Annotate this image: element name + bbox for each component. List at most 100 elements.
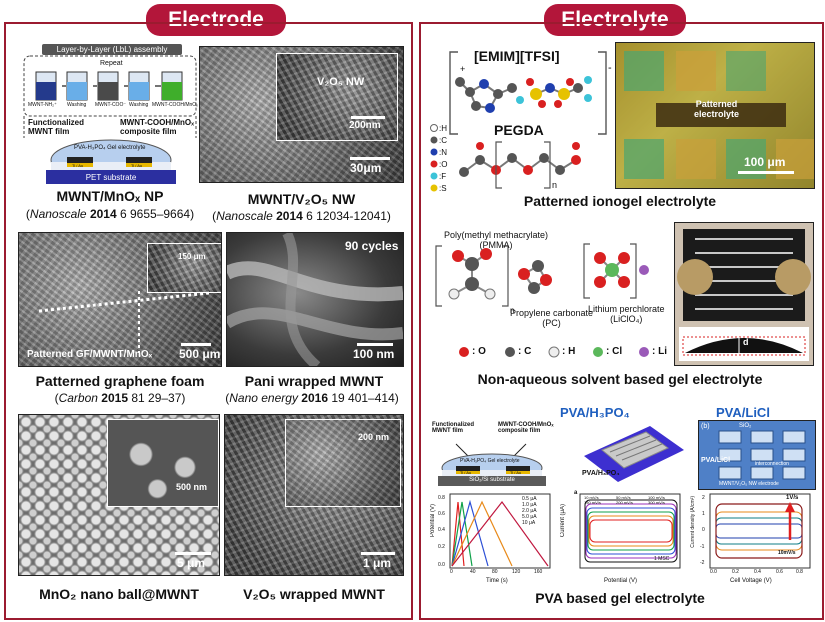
cv1-panel: a	[574, 490, 578, 496]
cv1-loop-300	[584, 499, 678, 563]
cv2-xtick-4: 0.8	[796, 569, 803, 575]
ref-pani-mwnt: (Nano energy 2016 19 401–414)	[225, 391, 399, 405]
caption-v2o5-wrapped: V₂O₅ wrapped MWNT	[243, 586, 385, 602]
ionogel-minus: -	[608, 62, 612, 74]
v2o5-nw-label: V₂O₅ NW	[317, 76, 365, 88]
thickness-d: d	[743, 337, 749, 347]
cv1-loop-200	[585, 503, 677, 559]
v2o5-wrapped-scalebar	[361, 552, 395, 555]
lbl-substrate: PET substrate	[85, 173, 137, 182]
caption-ionogel: Patterned ionogel electrolyte	[523, 193, 717, 209]
pva-licl-label: PVA/LiCl	[701, 457, 731, 464]
gcd-legend-4: 5.0 μA	[522, 514, 537, 520]
caption-mwnt-mnox: MWNT/MnOₓ NP	[56, 188, 164, 204]
lbl-gel: PVA-H₃PO₄ Gel electrolyte	[74, 145, 146, 151]
cv2-plot	[709, 493, 811, 569]
gcd-plot	[449, 493, 551, 569]
pmma-n: n	[510, 306, 515, 315]
ionogel-structure	[430, 51, 607, 192]
pani-scalebar	[357, 343, 393, 346]
lbl-title: Layer-by-Layer (LbL) assembly	[56, 45, 168, 54]
cv1-legend-5: 200 mV/s	[616, 500, 633, 505]
nonaq-structure	[435, 243, 649, 358]
patterned-electrolyte-label: Patterned electrolyte	[694, 99, 740, 119]
electrolyte-header: Electrolyte	[544, 4, 686, 36]
legend-h2: : H	[562, 346, 576, 357]
cv1-loop-50	[588, 515, 674, 547]
sem-v2o5-nw: V₂O₅ NW 200nm 30μm	[199, 46, 404, 183]
cv1-xlabel: Potential (V)	[604, 578, 638, 584]
cv2-xtick-1: 0.2	[732, 569, 739, 575]
ionogel-scalebar	[738, 171, 794, 174]
v2o5-wrapped-scale-text: 1 μm	[363, 556, 392, 570]
lbl-func-label: Functionalized MWNT film	[28, 118, 84, 136]
lbl-schematic: Layer-by-Layer (LbL) assembly Repeat MWN…	[22, 42, 200, 187]
ionogel-molecules: [EMIM][TFSI] + - PEGDA n :H :C :N :O :F …	[424, 42, 612, 193]
gcd-line-1ua	[451, 500, 513, 567]
cv-chart-2: Current density (A/cm²) Cell Voltage (V)…	[690, 490, 814, 586]
ionogel-plus: +	[460, 64, 466, 74]
lbl-step-1: MWNT-NH₂⁺	[28, 102, 57, 108]
pva-device-label: PVA/H₃PO₄	[582, 470, 620, 477]
ionogel-scale-text: 100 μm	[744, 155, 786, 169]
pegda-n: n	[552, 180, 558, 190]
pva-func-label: Functionalized MWNT film	[432, 422, 474, 434]
sem-v2o5-inset: V₂O₅ NW 200nm	[276, 53, 398, 141]
cv1-legend-4: 150 mV/s	[584, 500, 601, 505]
pva-licl-header: PVA/LiCl	[716, 405, 770, 420]
cv2-high-label: 1V/s	[786, 495, 799, 501]
cv2-low-label: 10mV/s	[778, 550, 796, 556]
legend-c2: : C	[518, 346, 532, 357]
nonaq-device-photo: d	[674, 222, 814, 366]
gcd-xtick-1: 40	[470, 569, 476, 575]
legend-c: :C	[439, 136, 447, 145]
interconnection-label: interconnection	[755, 461, 789, 467]
sem-mno2-ball: 500 nm 5 μm	[18, 414, 220, 576]
graphene-scale-text: 500 μm	[179, 347, 221, 361]
legend-s: :S	[439, 184, 447, 193]
cv2-ytick-4: 2	[702, 495, 705, 501]
gcd-ytick-1: 0.2	[438, 544, 445, 550]
nonaq-device-drawing	[677, 229, 811, 361]
legend-o2: : O	[472, 346, 486, 357]
caption-graphene-foam: Patterned graphene foam	[35, 373, 205, 389]
pva-device-drawing	[584, 426, 684, 482]
cv2-loop-1vs	[715, 503, 803, 559]
pva-schematic-drawing	[438, 443, 546, 486]
cv2-ytick-0: -2	[700, 560, 705, 566]
lbl-contact-left: Ti / Au	[72, 163, 84, 168]
gcd-ytick-4: 0.8	[438, 495, 445, 501]
caption-mno2-ball: MnO₂ nano ball@MWNT	[39, 586, 199, 602]
lbl-composite-label: MWNT-COOH/MnOₓ composite film	[120, 118, 195, 136]
graphene-inset: 150 μm	[147, 243, 221, 293]
cv1-legend-1: 10 mV/s	[584, 495, 599, 500]
inset-scale-text: 200nm	[349, 120, 381, 131]
pva-gel-label: PVA-H₃PO₄ Gel electrolyte	[460, 458, 520, 464]
sem-graphene-foam: 150 μm Patterned GF/MWNT/MnOₓ 500 μm	[18, 232, 222, 367]
gcd-ytick-3: 0.6	[438, 511, 445, 517]
cv1-legend-3: 100 mV/s	[648, 495, 665, 500]
cv2-ytick-3: 1	[702, 511, 705, 517]
ref-mwnt-mnox: (Nanoscale 2014 6 9655–9664)	[25, 207, 195, 221]
gcd-xtick-4: 160	[534, 569, 543, 575]
gcd-ylabel: Potential (V)	[430, 504, 436, 538]
pva-device: PVA/H₃PO₄	[580, 420, 688, 488]
lbl-step-3: MWNT-COO⁻	[95, 102, 126, 108]
cv1-note: 1 MSC	[654, 556, 670, 562]
legend-h: :H	[439, 124, 447, 133]
inset-scalebar	[351, 116, 385, 119]
electrode-section	[4, 22, 413, 620]
gcd-legend-2: 1.0 μA	[522, 502, 537, 508]
lbl-step-5: MWNT-COOH/MnOₓ	[152, 102, 198, 108]
cv1-legend: 10 mV/s 50 mV/s 100 mV/s 150 mV/s 200 mV…	[584, 495, 680, 505]
pani-cycles: 90 cycles	[345, 239, 399, 253]
gcd-legend: 0.5 μA 1.0 μA 2.0 μA 5.0 μA 10 μA	[522, 496, 537, 526]
cv1-loop-10	[589, 519, 673, 543]
gcd-legend-3: 2.0 μA	[522, 508, 537, 514]
lbl-step-2: Washing	[67, 102, 87, 108]
lbl-step-4: Washing	[129, 102, 149, 108]
pva-substrate-label: SiO₂/Si substrate	[469, 477, 515, 483]
gcd-legend-5: 10 μA	[522, 520, 536, 526]
cv1-loop-100	[587, 511, 675, 551]
lbl-contact-right: Ti / Au	[131, 163, 143, 168]
